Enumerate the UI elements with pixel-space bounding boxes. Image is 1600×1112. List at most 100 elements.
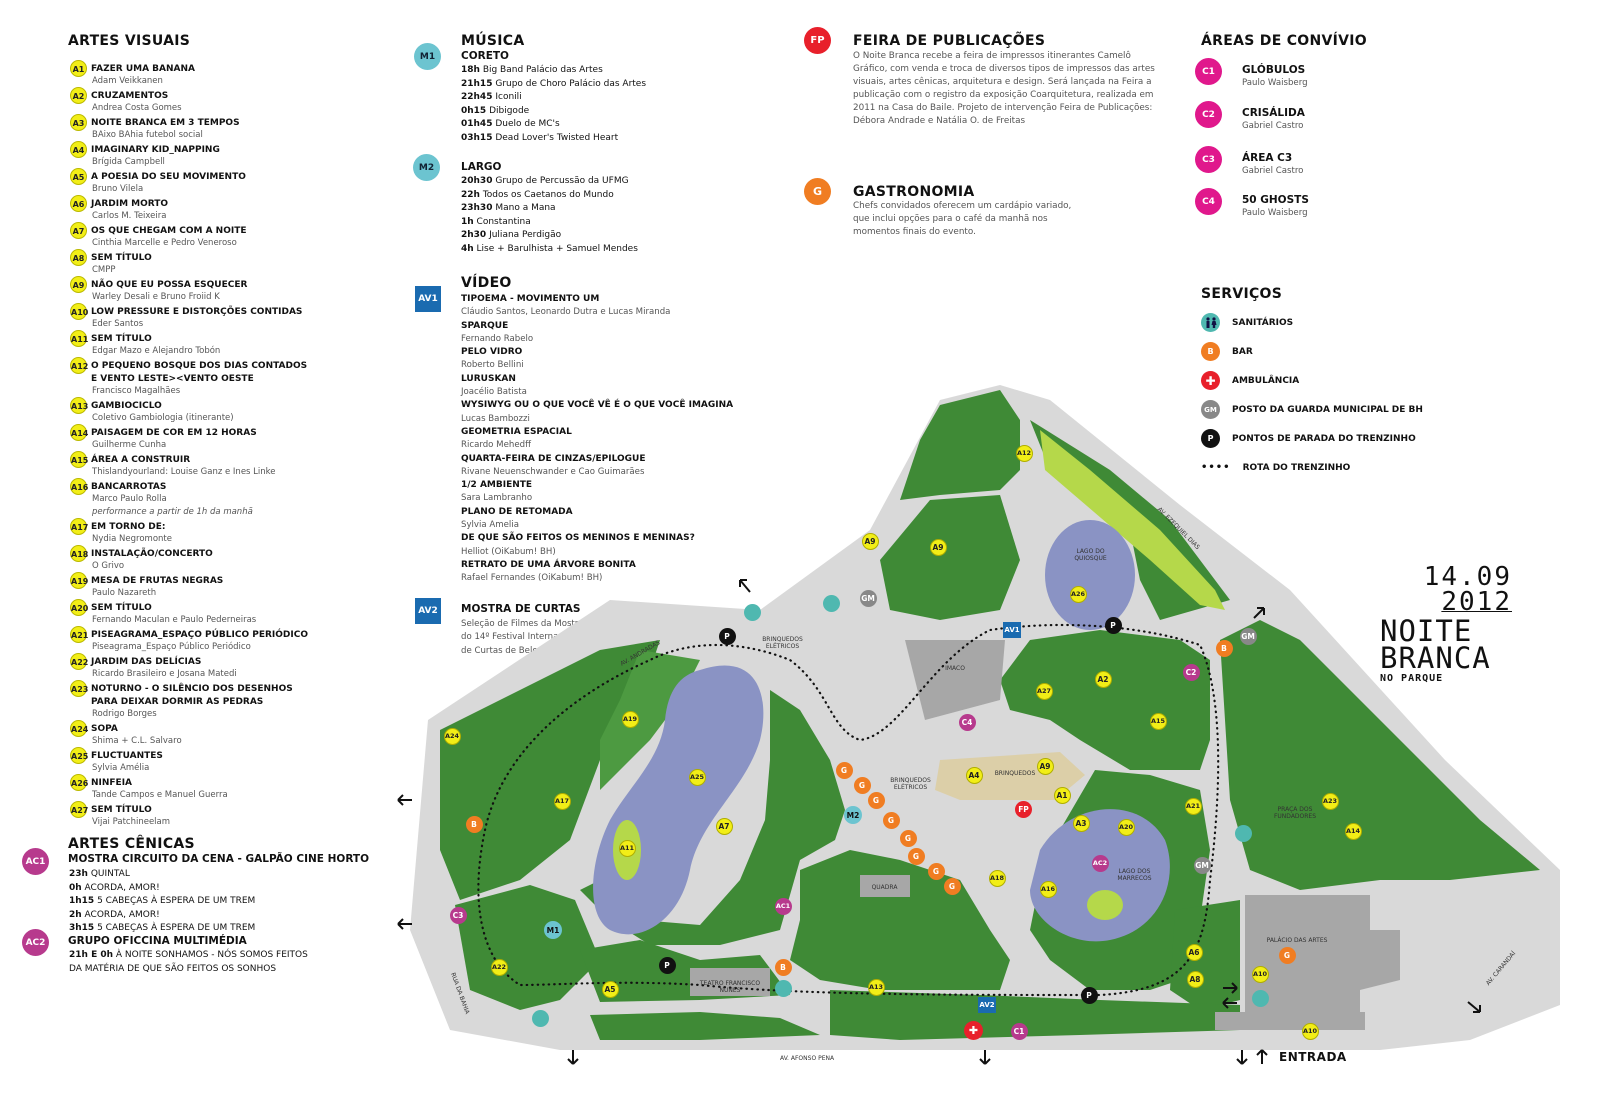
artwork-marker: A8: [1186, 970, 1204, 988]
artwork-artist: Francisco Magalhães: [92, 386, 181, 396]
convivio-marker: AC2: [1091, 854, 1109, 872]
guard-post-marker: GM: [859, 589, 877, 607]
m2-row-text: Grupo de Percussão da UFMG: [495, 176, 629, 186]
lake-marrecos: [1030, 809, 1170, 942]
label-lago-quiosque: LAGO DO QUIOSQUE: [1074, 548, 1107, 562]
ac1-row: 1h15 5 CABEÇAS À ESPERA DE UM TREM: [69, 895, 329, 909]
artwork-marker: A19: [621, 710, 639, 728]
av2-title: MOSTRA DE CURTAS: [461, 603, 581, 615]
gastronomia-title: GASTRONOMIA: [853, 184, 975, 200]
ac1-row-time: 0h: [69, 882, 82, 893]
feira-line: O Noite Branca recebe a feira de impress…: [853, 51, 1131, 61]
m1-place: CORETO: [461, 50, 509, 62]
convivio-name: CRISÁLIDA: [1242, 107, 1305, 119]
guard-icon: GM: [1201, 400, 1220, 419]
convivio-badge: C4: [1195, 188, 1222, 215]
feira-line: Débora Andrade e Natália O. de Freitas: [853, 116, 1026, 126]
label-lago-marrecos: LAGO DOS MARRECOS: [1117, 868, 1152, 882]
gastronomia-marker: G: [853, 776, 871, 794]
artwork-name: NÃO QUE EU POSSA ESQUECER: [91, 279, 248, 290]
artwork-marker: A16: [1039, 880, 1057, 898]
video-title: TIPOEMA - MOVIMENTO UM: [461, 294, 600, 304]
service-item: ✚AMBULÂNCIA: [1201, 366, 1461, 395]
artes-cenicas-title: ARTES CÊNICAS: [68, 836, 195, 852]
video-title: WYSIWYG OU O QUE VOCÊ VÊ É O QUE VOCÊ IM…: [461, 400, 734, 411]
video-title: PLANO DE RETOMADA: [461, 506, 573, 517]
feira-line: Gráfico, com venda e troca de diversos t…: [853, 64, 1155, 74]
artwork-marker: A10: [1251, 965, 1269, 983]
m1-row: 21h15 Grupo de Choro Palácio das Artes: [461, 78, 761, 92]
convivio-marker: C1: [1010, 1022, 1028, 1040]
artwork-marker: A26: [1069, 585, 1087, 603]
artwork-name: JARDIM MORTO: [91, 198, 169, 209]
video-title: SPARQUE: [461, 320, 509, 331]
video-author: Ricardo Mehedff: [461, 440, 531, 451]
label-quadra: QUADRA: [871, 884, 898, 891]
m2-row: 1h Constantina: [461, 216, 761, 230]
m2-row: 23h30 Mano a Mana: [461, 202, 761, 216]
m1-row-text: Duelo de MC's: [495, 119, 560, 129]
ac1-row-text: 5 CABEÇAS À ESPERA DE UM TREM: [97, 896, 256, 906]
artwork-marker: A10: [1301, 1022, 1319, 1040]
m2-row-time: 1h: [461, 216, 474, 227]
artwork-artist: Ricardo Brasileiro e Josana Matedi: [92, 669, 237, 679]
label-entrada: ENTRADA: [1279, 1050, 1347, 1064]
convivio-artist: Gabriel Castro: [1242, 166, 1304, 177]
artwork-name: CRUZAMENTOS: [91, 90, 169, 101]
artwork-name: NOTURNO - O SILÊNCIO DOS DESENHOS: [91, 683, 293, 694]
video-author: Rivane Neuenschwander e Cao Guimarães: [461, 466, 645, 477]
gastronomia-marker: G: [927, 862, 945, 880]
artwork-name: OS QUE CHEGAM COM A NOITE: [91, 225, 247, 236]
artwork-title-row-2: PARA DEIXAR DORMIR AS PEDRAS: [70, 695, 360, 708]
artwork-name: NINFEIA: [91, 777, 133, 788]
artwork-artist: Sylvia Amélia: [92, 763, 150, 773]
artwork-artist: Tande Campos e Manuel Guerra: [92, 790, 228, 800]
service-item: SANITÁRIOS: [1201, 308, 1461, 337]
feira-line: 2011 na Casa do Baile. Projeto de interv…: [853, 103, 1153, 113]
ac1-row-time: 23h: [69, 869, 88, 879]
train-stop-icon: P: [1201, 429, 1220, 448]
artwork-artist: Marco Paulo Rolla: [92, 494, 167, 504]
artwork-badge: A1: [70, 60, 87, 77]
convivio-badge: C1: [1195, 58, 1222, 85]
artwork-badge: A4: [70, 141, 87, 158]
logo-name-2: BRANCA: [1380, 641, 1491, 675]
artwork-marker: A9: [929, 538, 947, 556]
lime-strip: [1040, 430, 1225, 610]
music-marker: M1: [544, 921, 562, 939]
artwork-artist: BAixo BAhia futebol social: [92, 130, 203, 140]
artwork-name: SEM TÍTULO: [91, 252, 152, 263]
artwork-badge: A9: [70, 276, 87, 293]
service-label: POSTO DA GUARDA MUNICIPAL DE BH: [1232, 404, 1423, 415]
artwork-name: FAZER UMA BANANA: [91, 63, 196, 74]
artwork-marker: A23: [1321, 792, 1339, 810]
gastronomia-marker: G: [835, 761, 853, 779]
video-title: GEOMETRIA ESPACIAL: [461, 426, 572, 437]
lake-quiosque: [1045, 520, 1135, 630]
m2-row-time: 22h: [461, 189, 480, 200]
av2-line: Seleção de Filmes da Mostra de Animação: [461, 619, 643, 629]
ac1-row: 23h QUINTAL: [69, 868, 329, 882]
convivio-name: GLÓBULOS: [1242, 64, 1306, 76]
ac2-schedule: 21h E 0h À NOITE SONHAMOS - NÓS SOMOS FE…: [69, 949, 359, 976]
artwork-marker: A12: [1015, 444, 1033, 462]
gastronomia-line: momentos finais do evento.: [853, 227, 976, 237]
artwork-artist: Paulo Nazareth: [92, 588, 157, 598]
artwork-badge: A10: [70, 303, 88, 320]
